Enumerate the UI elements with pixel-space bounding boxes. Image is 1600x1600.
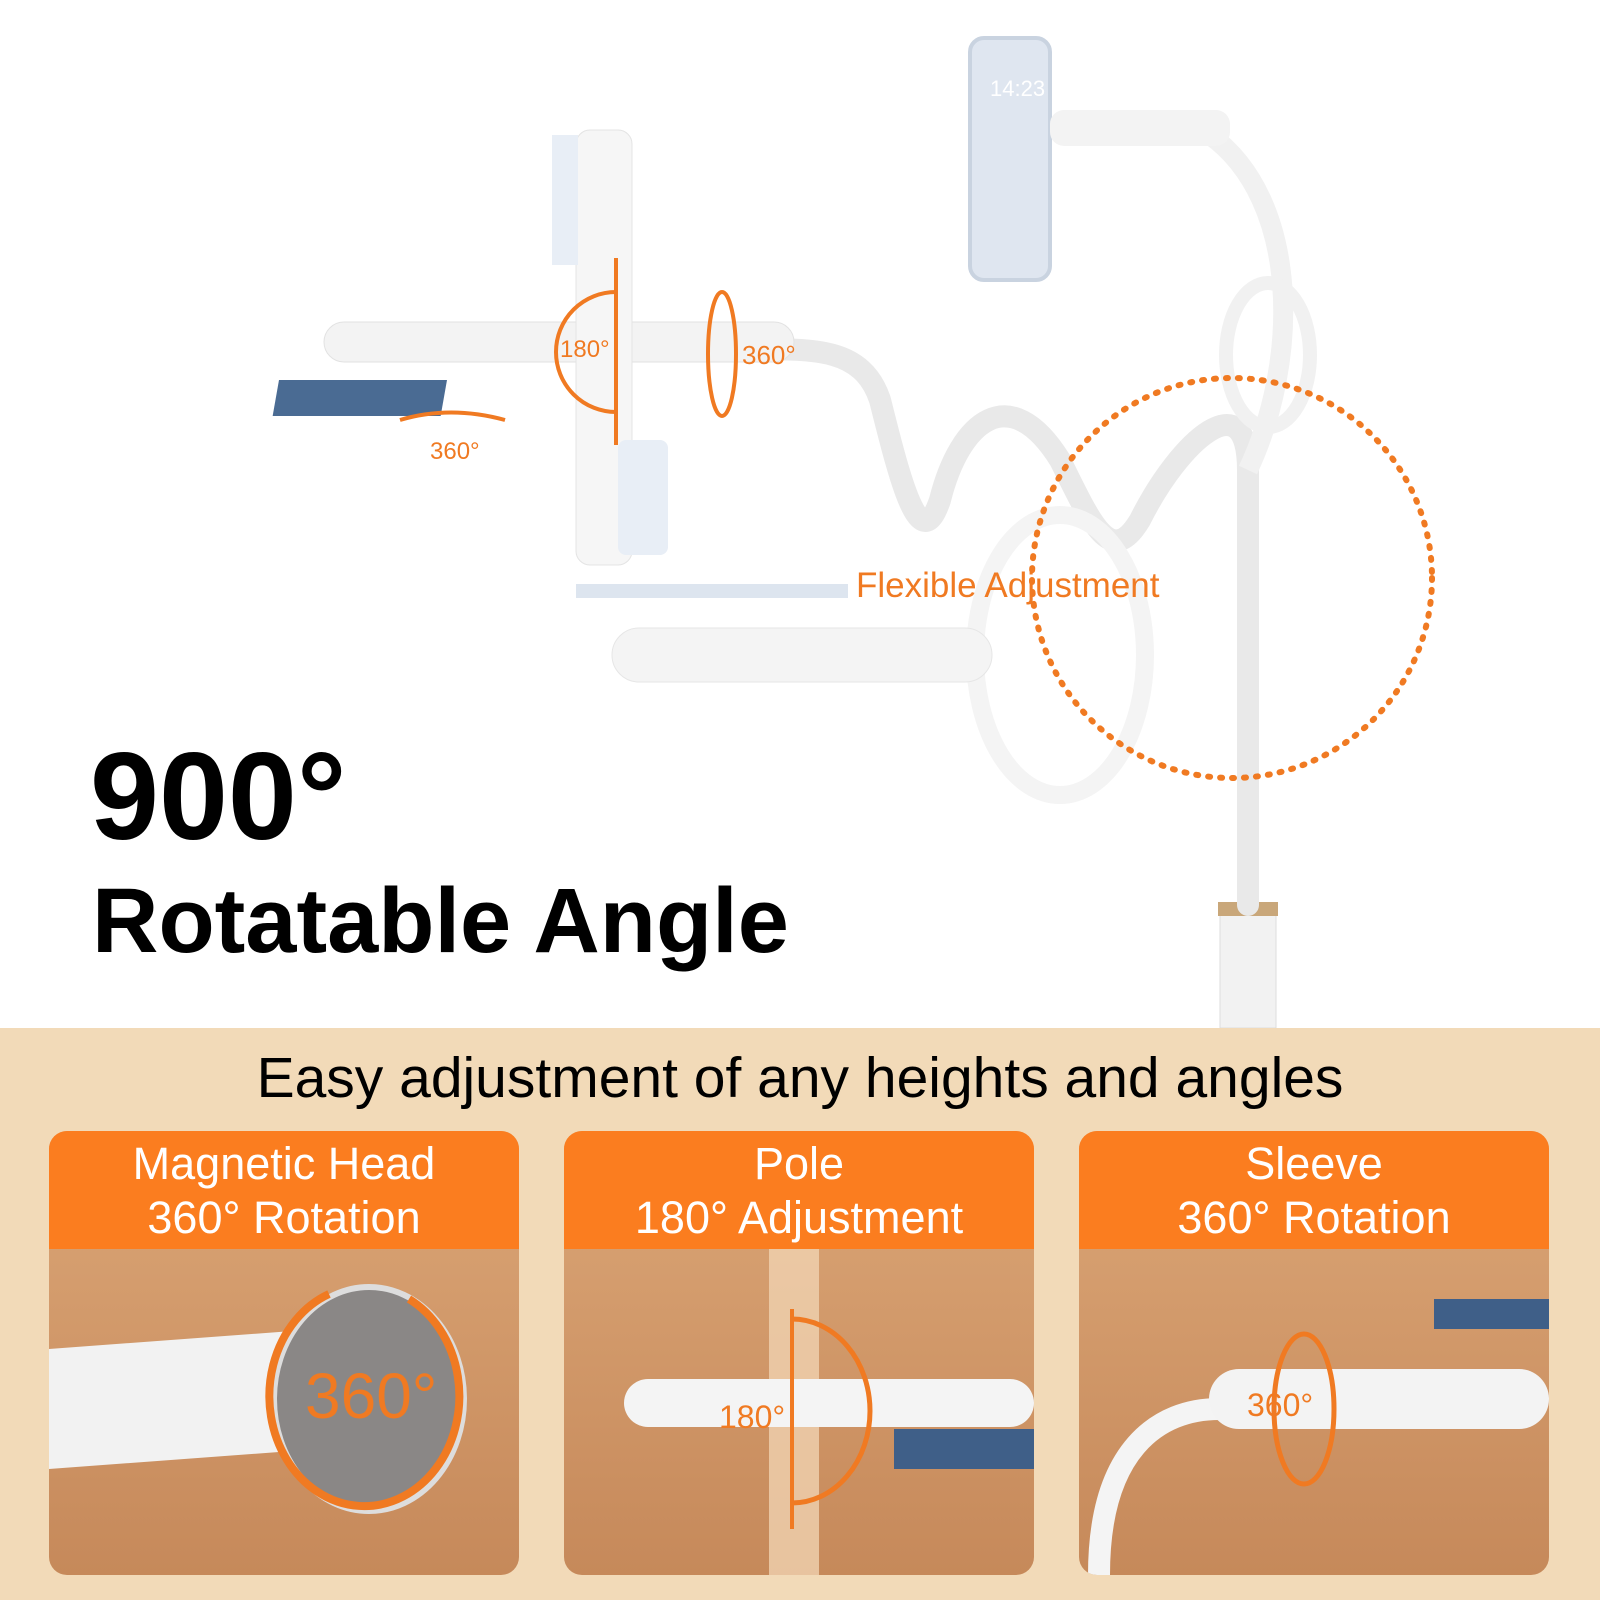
panel-title: Magnetic Head xyxy=(132,1138,436,1189)
panel-angle-label: 360° xyxy=(305,1360,438,1432)
panel-subtitle: 360° Rotation xyxy=(147,1192,421,1243)
head-angle-label: 360° xyxy=(430,438,480,465)
product-illustration: 14:23 180° 360° 360° Flexible Adjustment xyxy=(272,36,1435,1029)
flexible-adjustment-label: Flexible Adjustment xyxy=(856,566,1160,605)
panel-subtitle: 180° Adjustment xyxy=(634,1192,964,1243)
sleeve-angle-label: 360° xyxy=(742,340,796,370)
panel-title: Pole xyxy=(753,1138,845,1189)
panel-title: Sleeve xyxy=(1245,1138,1383,1189)
magnetic-head-closeup xyxy=(49,1284,467,1514)
features-subtitle: Easy adjustment of any heights and angle… xyxy=(256,1046,1344,1110)
pole-angle-label: 180° xyxy=(560,336,610,363)
hero-degrees: 900° xyxy=(90,728,347,866)
sleeve-closeup xyxy=(1088,1299,1549,1575)
phone-time: 14:23 xyxy=(990,76,1046,101)
hero-title: Rotatable Angle xyxy=(92,870,789,972)
panel-angle-label: 360° xyxy=(1247,1387,1314,1423)
gooseneck-stand-drawing xyxy=(272,36,1435,1029)
pole-closeup xyxy=(624,1249,1034,1575)
panel-subtitle: 360° Rotation xyxy=(1177,1192,1451,1243)
panel-angle-label: 180° xyxy=(719,1399,786,1435)
